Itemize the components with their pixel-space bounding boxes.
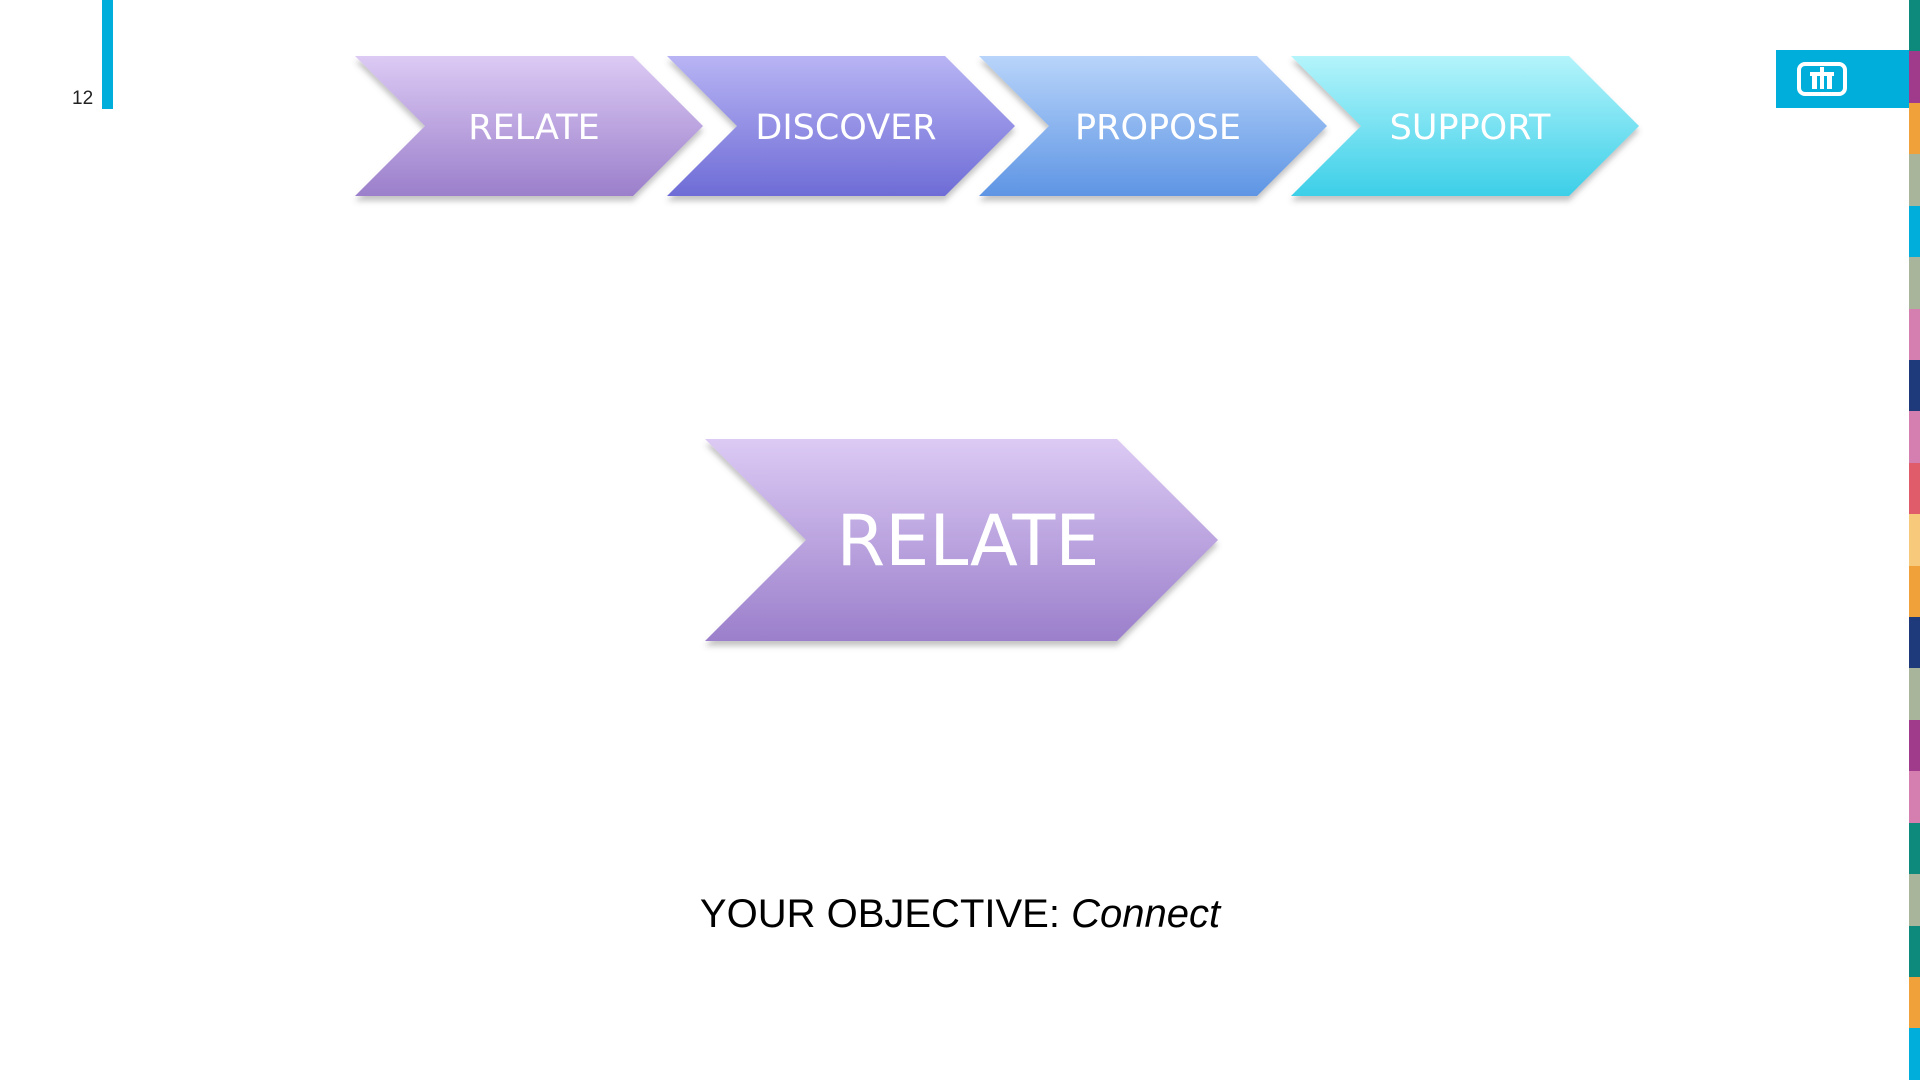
edge-strip-segment [1909,565,1920,618]
decorative-edge-strip [1909,0,1920,1080]
chevron-step-discover: DISCOVER [667,56,1015,196]
edge-strip-segment [1909,514,1920,566]
objective-value: Connect [1071,892,1221,936]
edge-strip-segment [1909,102,1920,155]
thunderbird-logo-icon [1797,62,1847,96]
chevron-label-support: SUPPORT [1390,108,1551,148]
edge-strip-segment [1909,462,1920,515]
edge-strip-segment [1909,668,1920,720]
edge-strip-segment [1909,0,1920,52]
logo-badge [1776,50,1912,108]
edge-strip-segment [1909,925,1920,978]
edge-strip-segment [1909,977,1920,1029]
chevron-label-relate: RELATE [468,108,599,148]
chevron-step-relate: RELATE [355,56,703,196]
edge-strip-segment [1909,771,1920,823]
objective-line: YOUR OBJECTIVE: Connect [0,892,1920,937]
edge-strip-segment [1909,822,1920,875]
chevron-step-propose: PROPOSE [979,56,1327,196]
chevron-step-support: SUPPORT [1291,56,1639,196]
left-accent-bar [102,0,113,109]
edge-strip-segment [1909,359,1920,412]
focus-chevron-relate: RELATE [705,439,1218,641]
edge-strip-segment [1909,257,1920,309]
chevron-label-discover: DISCOVER [755,108,936,148]
edge-strip-segment [1909,205,1920,258]
edge-strip-segment [1909,617,1920,669]
page-number: 12 [72,88,94,109]
objective-prefix: YOUR OBJECTIVE: [699,892,1060,936]
edge-strip-segment [1909,154,1920,206]
edge-strip-segment [1909,411,1920,463]
edge-strip-segment [1909,51,1920,103]
edge-strip-segment [1909,1028,1920,1080]
focus-chevron-label: RELATE [837,500,1100,582]
chevron-label-propose: PROPOSE [1075,108,1241,148]
edge-strip-segment [1909,719,1920,772]
edge-strip-segment [1909,874,1920,926]
edge-strip-segment [1909,308,1920,360]
